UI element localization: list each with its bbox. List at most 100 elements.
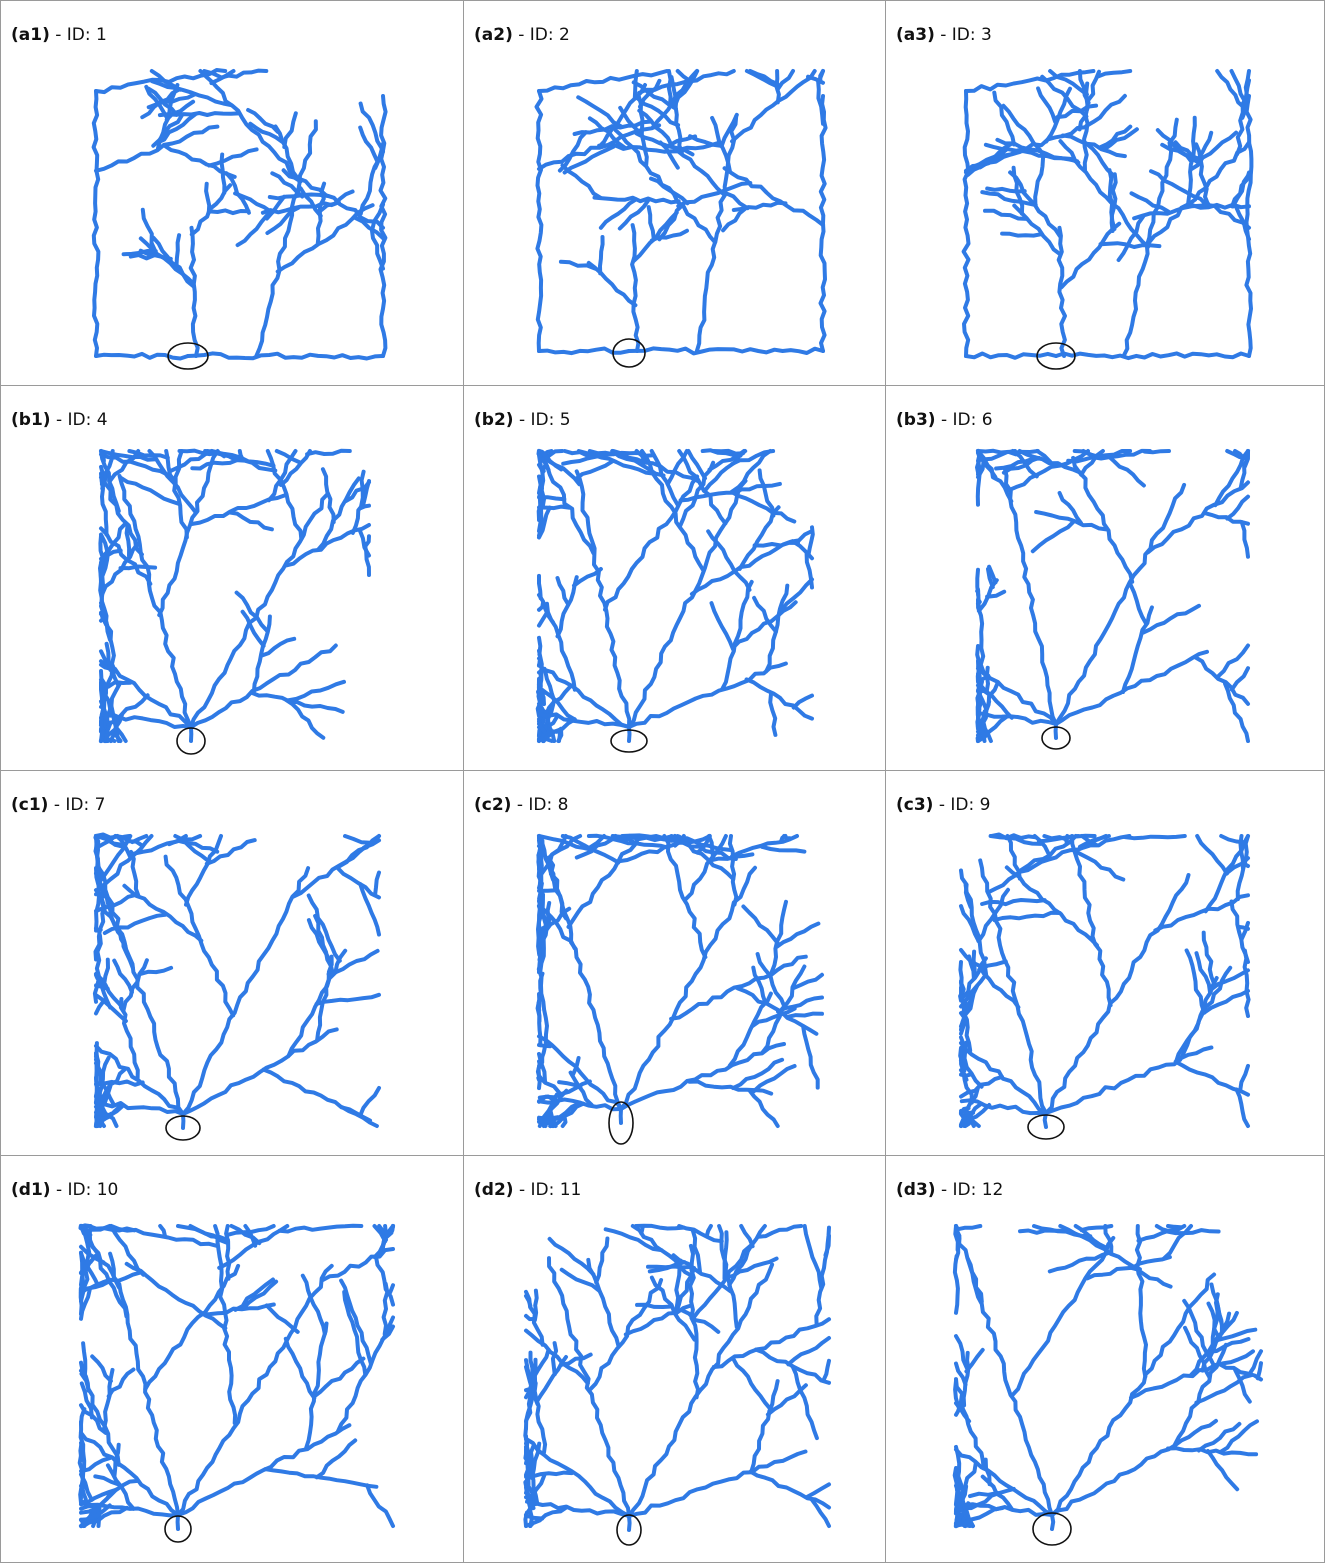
stream-segment (978, 667, 980, 676)
stream-segment (640, 81, 659, 107)
stream-segment (957, 1226, 981, 1229)
stream-segment (1218, 646, 1249, 677)
stream-segment (987, 668, 988, 692)
stream-segment (121, 567, 156, 569)
stream-segment (669, 71, 671, 105)
stream-segment (961, 871, 971, 908)
stream-segment (1046, 1048, 1211, 1114)
stream-segment (345, 836, 370, 843)
perimeter-channel (539, 349, 629, 354)
stream-segment (361, 506, 369, 508)
perimeter-channel (94, 91, 99, 356)
stream-segment (539, 1012, 540, 1021)
stream-segment (1038, 88, 1055, 121)
stream-segment (192, 460, 237, 469)
stream-segment (539, 612, 548, 626)
stream-segment (284, 113, 296, 147)
stream-segment (1059, 228, 1065, 356)
stream-segment (539, 660, 540, 666)
stream-segment (267, 197, 284, 219)
stream-segment (367, 1485, 393, 1526)
drainage-network (1, 771, 464, 1156)
stream-segment (183, 868, 308, 1114)
stream-segment (563, 165, 601, 198)
panel-8: (c2) - ID: 8 (464, 771, 886, 1156)
stream-segment (974, 952, 975, 977)
stream-segment (229, 512, 272, 529)
stream-segment (539, 691, 545, 693)
stream-segment (206, 184, 209, 213)
stream-segment (563, 1118, 566, 1126)
outlet-channel (629, 1516, 630, 1530)
stream-segment (558, 578, 569, 604)
stream-segment (578, 97, 621, 126)
perimeter-channel (966, 71, 1093, 91)
stream-segment (384, 1284, 388, 1334)
stream-segment (754, 598, 776, 632)
stream-segment (794, 696, 812, 708)
stream-segment (678, 71, 690, 81)
stream-segment (535, 1291, 537, 1321)
stream-segment (1240, 1066, 1248, 1091)
stream-segment (741, 1226, 752, 1246)
perimeter-channel (188, 353, 383, 358)
stream-segment (968, 144, 1012, 175)
stream-segment (103, 1058, 109, 1080)
stream-segment (317, 1440, 355, 1477)
stream-segment (83, 1343, 85, 1377)
drainage-network (886, 386, 1325, 771)
stream-segment (1168, 1448, 1256, 1454)
stream-segment (955, 1468, 957, 1490)
drainage-network (464, 1, 886, 386)
stream-segment (550, 1122, 551, 1126)
stream-segment (766, 586, 787, 672)
panel-9: (c3) - ID: 9 (886, 771, 1325, 1156)
stream-segment (280, 1226, 362, 1232)
stream-segment (751, 1381, 777, 1471)
stream-segment (970, 1493, 997, 1496)
stream-segment (288, 682, 344, 701)
panel-7: (c1) - ID: 7 (0, 771, 464, 1156)
stream-segment (102, 1122, 104, 1126)
stream-segment (96, 1112, 111, 1115)
stream-segment (92, 1356, 111, 1381)
stream-segment (553, 1343, 556, 1374)
stream-segment (770, 694, 775, 735)
stream-segment (807, 1484, 830, 1497)
stream-segment (1062, 224, 1120, 288)
stream-segment (81, 1492, 82, 1498)
panel-4: (b1) - ID: 4 (0, 386, 464, 771)
stream-segment (240, 451, 243, 459)
stream-segment (539, 576, 541, 598)
stream-segment (1232, 668, 1248, 689)
stream-segment (762, 847, 804, 852)
stream-segment (733, 1359, 769, 1408)
stream-segment (141, 238, 194, 283)
stream-segment (960, 962, 961, 985)
stream-segment (725, 1232, 727, 1278)
stream-segment (114, 961, 132, 993)
stream-segment (605, 477, 697, 610)
stream-segment (1145, 451, 1169, 452)
stream-segment (1130, 1267, 1171, 1286)
stream-segment (530, 1523, 533, 1526)
stream-segment (127, 525, 130, 556)
stream-segment (98, 867, 183, 1114)
stream-segment (649, 207, 654, 238)
stream-segment (177, 235, 180, 266)
stream-segment (1125, 836, 1185, 838)
stream-segment (307, 451, 350, 455)
panel-5: (b2) - ID: 5 (464, 386, 886, 771)
perimeter-channel (1056, 353, 1249, 358)
stream-segment (539, 603, 543, 610)
stream-segment (629, 664, 786, 728)
stream-segment (1132, 193, 1169, 211)
stream-segment (755, 543, 798, 546)
stream-segment (824, 1361, 830, 1381)
stream-segment (1197, 836, 1227, 874)
stream-segment (341, 1281, 371, 1364)
stream-segment (732, 492, 795, 522)
stream-segment (539, 1076, 560, 1093)
drainage-network (464, 386, 886, 771)
